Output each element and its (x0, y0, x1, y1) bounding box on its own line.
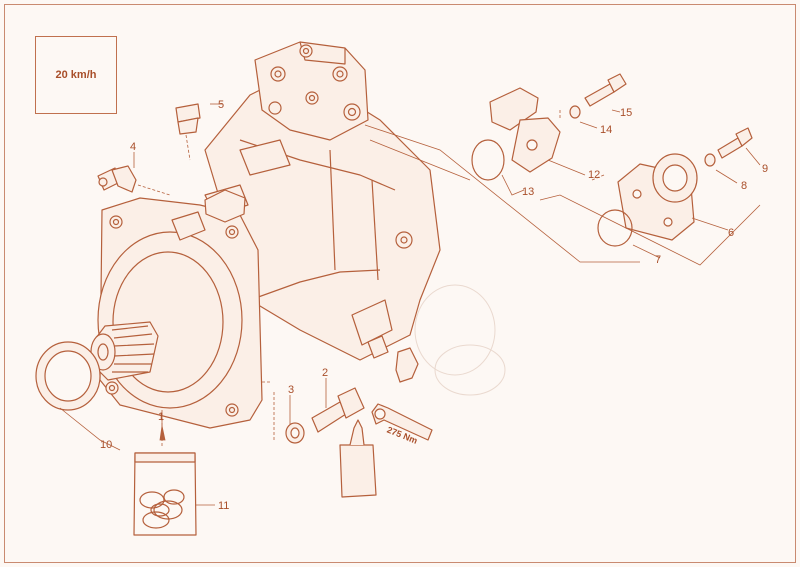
elbow-fitting (97, 165, 137, 193)
callout-6: 6 (728, 227, 734, 239)
diagram-frame (4, 4, 796, 563)
callout-2: 2 (322, 367, 328, 379)
seal-kit-bag (133, 452, 197, 536)
callout-11: 11 (218, 500, 229, 512)
callout-12: 12 (588, 169, 600, 181)
callout-8: 8 (741, 180, 747, 192)
flange-washer (569, 105, 581, 119)
port-washer (704, 153, 716, 167)
callout-15: 15 (620, 107, 632, 119)
callout-13: 13 (522, 186, 534, 198)
split-flange-halves (489, 87, 561, 173)
mounting-bolt (311, 387, 365, 433)
watermark-mascot (414, 284, 506, 396)
callout-14: 14 (600, 124, 612, 136)
fill-plug (204, 189, 246, 223)
port-o-ring (597, 209, 633, 247)
callout-9: 9 (762, 163, 768, 175)
speed-rating-box: 20 km/h (35, 36, 117, 114)
threadlock-bottle (339, 419, 377, 498)
straight-fitting (175, 103, 201, 135)
port-flange (617, 153, 698, 241)
flange-o-ring (471, 139, 505, 181)
shaft-seal-ring (35, 341, 101, 411)
port-bolt (717, 127, 753, 159)
callout-10: 10 (100, 439, 112, 451)
speed-rating-label: 20 km/h (55, 69, 97, 81)
torque-wrench-symbol (371, 403, 433, 441)
callout-1: 1 (158, 411, 164, 423)
callout-5: 5 (218, 99, 224, 111)
splined-output-shaft (90, 321, 159, 381)
callout-4: 4 (130, 141, 136, 153)
hydraulic-motor-body (204, 41, 441, 361)
flange-bolt (584, 73, 627, 107)
callout-7: 7 (655, 254, 661, 266)
callout-labels: 1 2 3 4 5 6 7 8 9 10 11 12 13 14 15 (100, 99, 768, 512)
leader-lines (59, 103, 761, 506)
callout-3: 3 (288, 384, 294, 396)
